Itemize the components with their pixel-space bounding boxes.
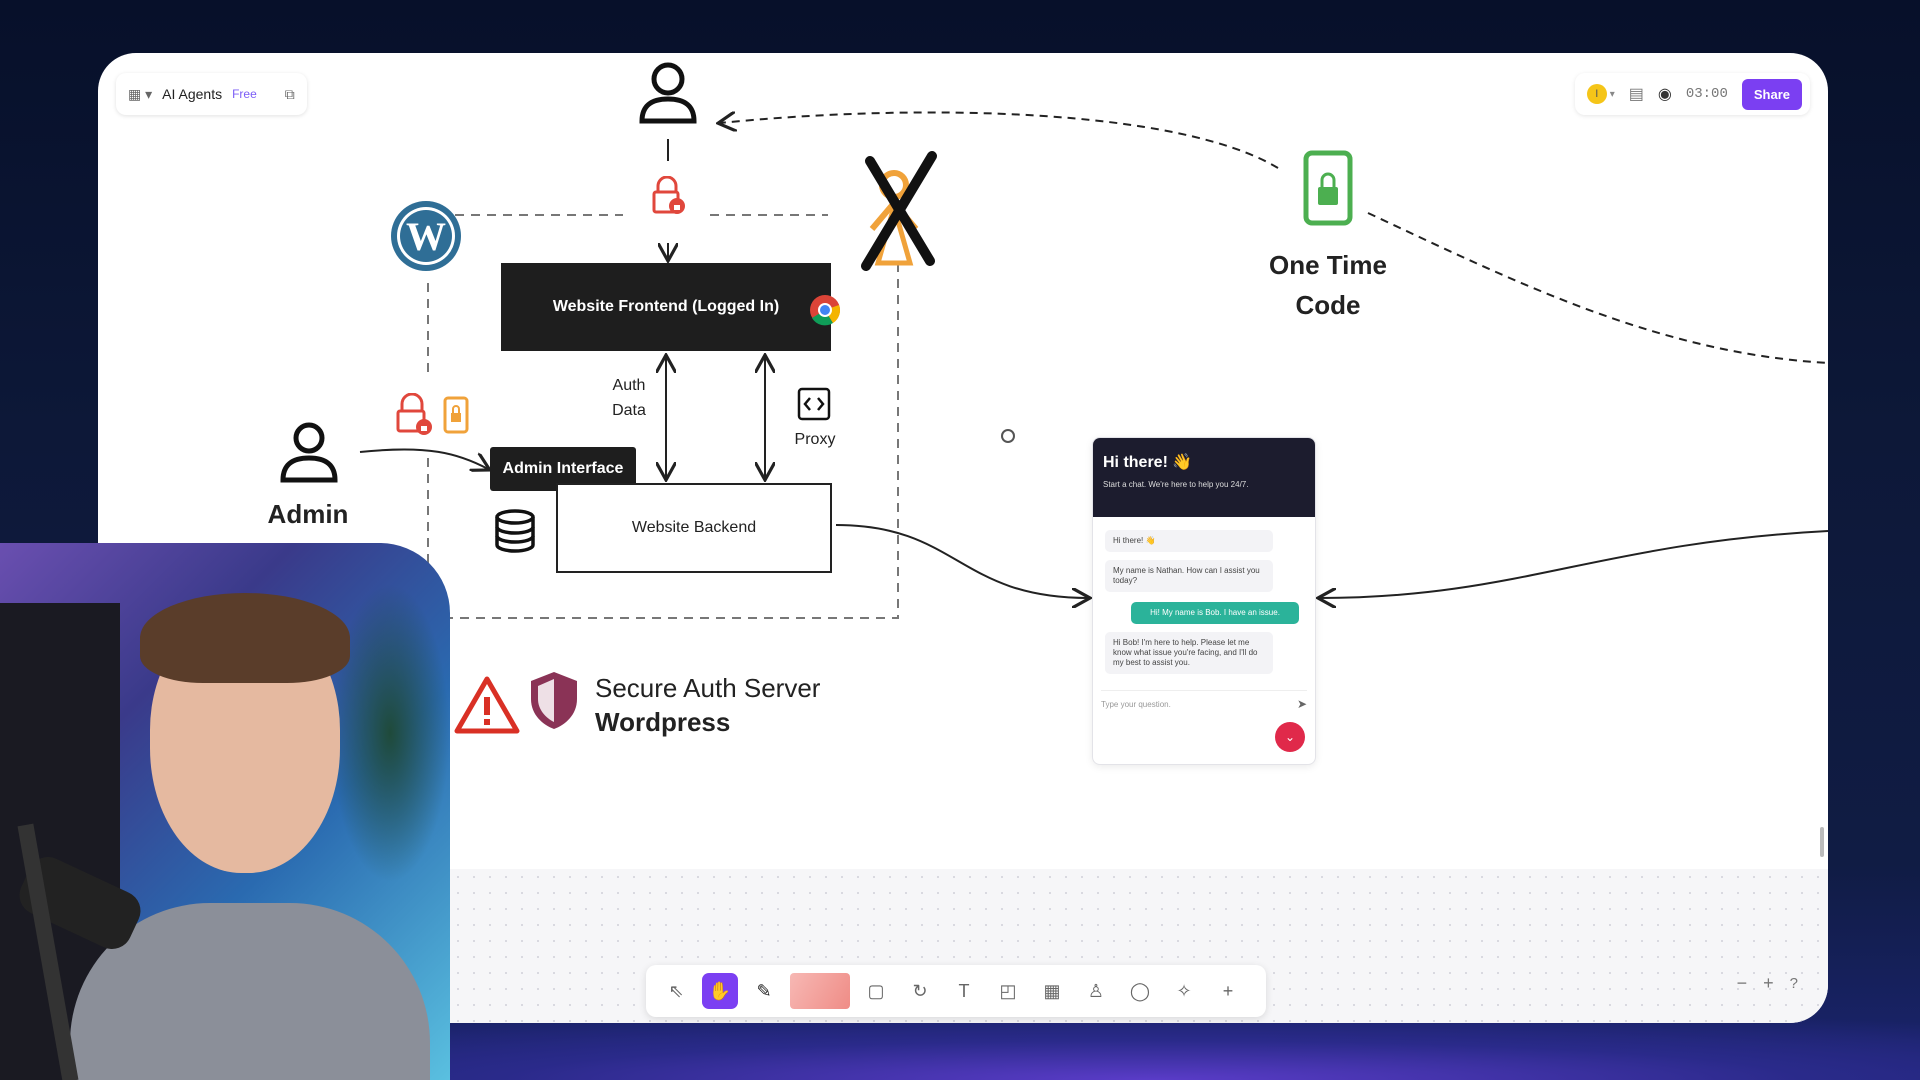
chat-message-bot: Hi Bob! I'm here to help. Please let me … bbox=[1105, 632, 1273, 674]
user-avatar-menu[interactable]: I ▾ bbox=[1586, 84, 1615, 104]
warning-icon bbox=[454, 676, 520, 734]
admin-user-icon bbox=[280, 422, 338, 483]
admin-red-lock-icon bbox=[396, 393, 432, 435]
layout-icon[interactable]: ▤ bbox=[1628, 86, 1644, 103]
website-backend-box[interactable]: Website Backend bbox=[556, 483, 832, 573]
zoom-out-icon[interactable]: − bbox=[1736, 973, 1748, 993]
plan-badge: Free bbox=[232, 87, 257, 101]
share-button[interactable]: Share bbox=[1741, 78, 1802, 110]
timer-icon[interactable]: ◉ bbox=[1657, 86, 1672, 103]
admin-label: Admin bbox=[267, 499, 349, 529]
board-menu[interactable]: ▦ ▾ AI Agents Free ⧉ bbox=[116, 73, 307, 115]
pen-tool-icon[interactable]: ✎ bbox=[756, 980, 772, 1001]
auth-label-line1: Auth bbox=[612, 377, 646, 394]
diagram-connectors bbox=[359, 111, 1828, 619]
stamp-tool-icon[interactable]: ♙ bbox=[1087, 980, 1105, 1001]
timer-display[interactable]: 03:00 bbox=[1685, 86, 1728, 102]
vertical-scrollbar[interactable] bbox=[1820, 827, 1824, 857]
red-lock-icon bbox=[652, 176, 685, 214]
phone-lock-green-icon bbox=[1303, 150, 1353, 226]
shield-icon bbox=[531, 672, 577, 729]
otc-line2: Code bbox=[1295, 290, 1361, 320]
user-icon bbox=[639, 62, 697, 124]
chat-message-user: Hi! My name is Bob. I have an issue. bbox=[1131, 602, 1299, 624]
connector-tool-icon[interactable]: ↻ bbox=[912, 980, 928, 1001]
wordpress-logo-icon: W bbox=[391, 201, 461, 271]
table-tool-icon[interactable]: ▦ bbox=[1043, 980, 1061, 1001]
sticky-note-tool-icon[interactable]: ◰ bbox=[999, 980, 1017, 1001]
comment-tool-icon[interactable]: ◯ bbox=[1129, 980, 1151, 1001]
whiteboard-canvas[interactable]: ▦ ▾ AI Agents Free ⧉ I ▾ ▤ ◉ 03:00 Share… bbox=[98, 53, 1828, 1023]
avatar[interactable]: I bbox=[1586, 84, 1607, 104]
one-time-code-label: One Time Code bbox=[1228, 245, 1428, 325]
webcam-overlay bbox=[0, 543, 450, 1080]
drawing-toolbar: ⇖ ✋ ✎ ▢ ↻ T ◰ ▦ ♙ ◯ ✧ + bbox=[646, 965, 1266, 1017]
shape-tool-icon[interactable]: ▢ bbox=[867, 980, 885, 1001]
text-tool-icon[interactable]: T bbox=[958, 980, 970, 1001]
otc-line1: One Time bbox=[1268, 250, 1387, 280]
hand-tool-icon[interactable]: ✋ bbox=[702, 973, 738, 1009]
chat-input-placeholder: Type your question. bbox=[1101, 699, 1171, 709]
chat-message-bot: My name is Nathan. How can I assist you … bbox=[1105, 560, 1273, 592]
zoom-in-icon[interactable]: + bbox=[1763, 973, 1774, 993]
person-hair bbox=[140, 593, 350, 683]
chat-header: Hi there! 👋 Start a chat. We're here to … bbox=[1093, 438, 1315, 517]
board-name[interactable]: AI Agents bbox=[162, 86, 223, 102]
zoom-controls: − + ? bbox=[1737, 973, 1798, 994]
highlighter-tool-icon[interactable] bbox=[790, 973, 850, 1009]
chrome-icon bbox=[810, 295, 840, 326]
wordpress-label: Wordpress bbox=[595, 707, 731, 737]
ai-tool-icon[interactable]: ✧ bbox=[1176, 980, 1192, 1001]
secure-auth-server-label: Secure Auth Server bbox=[595, 673, 821, 703]
more-tools-icon[interactable]: + bbox=[1222, 980, 1234, 1001]
chat-input[interactable]: Type your question. ➤ bbox=[1101, 690, 1307, 717]
help-icon[interactable]: ? bbox=[1789, 975, 1798, 992]
auth-label-line2: Data bbox=[612, 402, 646, 419]
chat-header-title: Hi there! 👋 bbox=[1103, 454, 1193, 471]
send-icon[interactable]: ➤ bbox=[1296, 697, 1307, 711]
chat-header-subtitle: Start a chat. We're here to help you 24/… bbox=[1103, 480, 1249, 489]
code-icon bbox=[797, 387, 831, 421]
top-right-controls: I ▾ ▤ ◉ 03:00 Share bbox=[1574, 73, 1810, 115]
chevron-down-icon: ▾ bbox=[1609, 88, 1615, 100]
select-tool-icon[interactable]: ⇖ bbox=[668, 980, 684, 1001]
plant bbox=[330, 583, 450, 883]
app-menu-icon[interactable]: ▦ ▾ bbox=[128, 85, 153, 102]
duplicate-icon[interactable]: ⧉ bbox=[284, 85, 295, 102]
website-frontend-box[interactable]: Website Frontend (Logged In) bbox=[501, 263, 831, 351]
chat-message-bot: Hi there! 👋 bbox=[1105, 530, 1273, 552]
database-icon bbox=[495, 509, 535, 553]
secure-auth-title: Secure Auth Server Wordpress bbox=[595, 671, 820, 739]
svg-text:W: W bbox=[406, 214, 446, 259]
phone-lock-icon bbox=[443, 396, 469, 434]
chat-close-button[interactable]: ⌄ bbox=[1275, 722, 1305, 752]
proxy-label: Proxy bbox=[794, 431, 836, 448]
chat-widget-preview[interactable]: Hi there! 👋 Start a chat. We're here to … bbox=[1092, 437, 1316, 765]
auth-data-label: Auth Data bbox=[598, 373, 660, 423]
crossed-attacker-icon bbox=[861, 151, 937, 271]
